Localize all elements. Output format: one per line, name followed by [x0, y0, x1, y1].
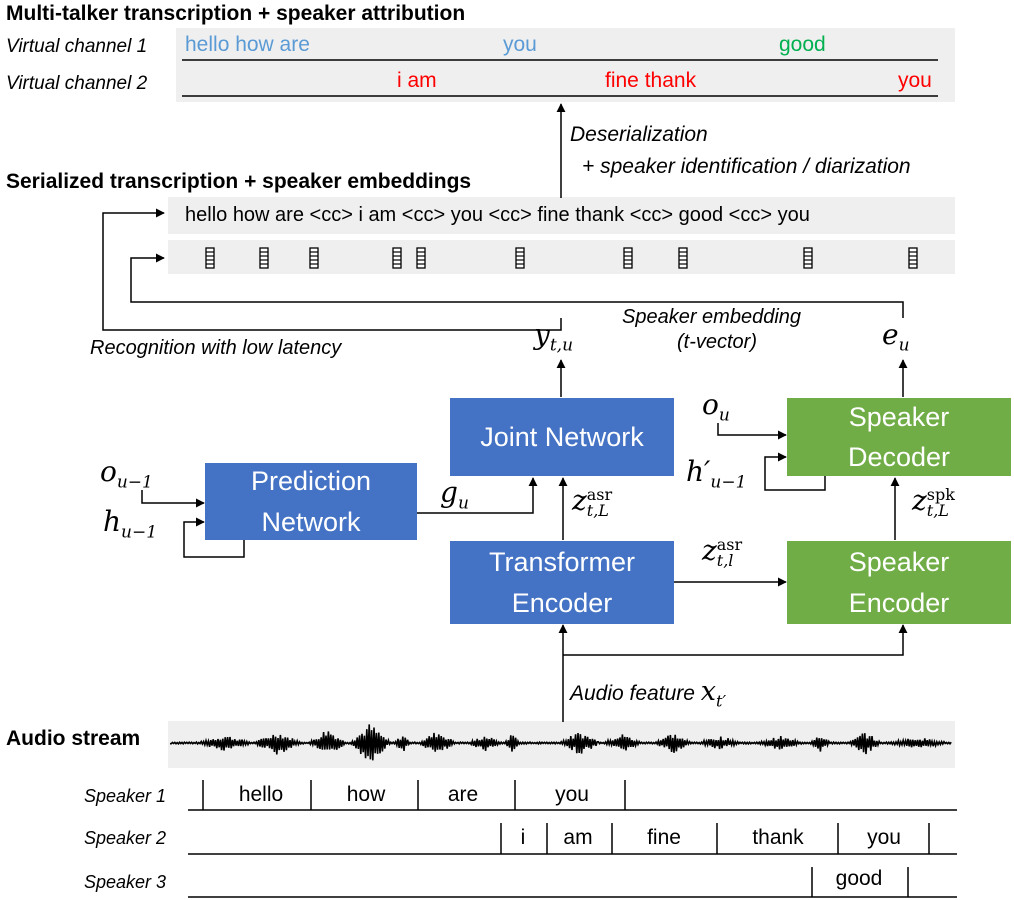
- embedding-tokens: [205, 247, 918, 269]
- speaker-decoder-label-line1: Speaker: [848, 401, 950, 432]
- speaker2-word: am: [563, 826, 593, 849]
- speaker2-word: fine: [647, 826, 681, 849]
- decoder-recurrent-arrow: [764, 452, 826, 491]
- deserialization-label: Deserialization: [570, 123, 708, 146]
- speaker-identification-label: + speaker identification / diarization: [582, 155, 911, 178]
- speaker-token-o-label: ou: [702, 388, 730, 426]
- embedding-token-icon: [205, 247, 215, 269]
- embedding-token-icon: [309, 247, 319, 269]
- serialized-transcription-text: hello how are <cc> i am <cc> you <cc> fi…: [185, 204, 810, 226]
- speaker1-word: how: [346, 783, 386, 806]
- recognition-latency-label: Recognition with low latency: [90, 337, 342, 359]
- audio-to-speaker-encoder-arrow: [563, 624, 908, 656]
- speaker2-word: you: [867, 826, 901, 849]
- speaker1-word: hello: [238, 783, 284, 806]
- recognition-arrow: [102, 208, 562, 331]
- channel1-word: you: [503, 33, 537, 56]
- embedding-token-icon: [416, 247, 426, 269]
- speaker1-word: you: [555, 783, 589, 806]
- prediction-output-g-label: gu: [440, 476, 469, 514]
- serialized-title: Serialized transcription + speaker embed…: [6, 170, 472, 193]
- audio-stream-title: Audio stream: [6, 727, 141, 750]
- speaker-decoder-label-line2: Decoder: [847, 442, 951, 472]
- speaker2-word: thank: [752, 826, 804, 849]
- prediction-network-label-line2: Network: [261, 506, 361, 537]
- multi-talker-title: Multi-talker transcription + speaker att…: [6, 2, 466, 25]
- decoder-state-h-label: h′u−1: [686, 455, 747, 493]
- t-vector-label: (t-vector): [677, 331, 757, 353]
- serialized-text-panel: [168, 197, 955, 234]
- speaker2-word: i: [520, 826, 526, 849]
- audio-waveform-icon: [170, 724, 952, 761]
- speaker1-label: Speaker 1: [84, 786, 167, 806]
- audio-feature-text: Audio feature: [570, 682, 695, 705]
- virtual-channel2-label: Virtual channel 2: [6, 73, 148, 94]
- channel1-word: good: [779, 33, 826, 56]
- embedding-token-icon: [392, 247, 402, 269]
- channel2-word: you: [898, 69, 932, 92]
- embedding-panel: [168, 240, 955, 274]
- channel2-word: i am: [397, 69, 437, 92]
- transformer-encoder-block: Transformer Encoder: [450, 541, 674, 624]
- channel1-word: hello how are: [185, 33, 310, 56]
- embedding-token-icon: [515, 247, 525, 269]
- audio-feature-x-label: xt′: [700, 676, 727, 711]
- speaker-encoder-block: Speaker Encoder: [787, 541, 1011, 624]
- prediction-network-label-line1: Prediction: [250, 466, 372, 496]
- embedding-token-icon: [803, 247, 813, 269]
- virtual-channel1-label: Virtual channel 1: [6, 36, 148, 57]
- transformer-encoder-label-line2: Encoder: [511, 587, 613, 618]
- speaker1-word: are: [447, 783, 479, 806]
- speaker-embedding-label: Speaker embedding: [622, 306, 802, 328]
- prev-token-o-label: ou−1: [100, 455, 153, 493]
- joint-network-label: Joint Network: [480, 421, 644, 452]
- embedding-arrow: [130, 253, 904, 318]
- speaker-embedding-e-label: eu: [882, 318, 910, 356]
- speaker2-label: Speaker 2: [84, 828, 167, 848]
- speaker3-word: good: [835, 867, 883, 890]
- transformer-encoder-label-line1: Transformer: [488, 547, 636, 577]
- speaker-decoder-block: Speaker Decoder: [787, 398, 1011, 476]
- embedding-token-icon: [623, 247, 633, 269]
- prediction-to-joint-arrow: [417, 477, 538, 514]
- embedding-token-icon: [678, 247, 688, 269]
- speaker-token-input-arrow: [717, 423, 787, 440]
- prediction-recurrent-arrow: [183, 517, 245, 558]
- audio-feature-label: Audio feature xt′: [570, 676, 726, 710]
- prev-token-input-arrow: [141, 490, 205, 508]
- prev-state-h-label: hu−1: [103, 505, 158, 543]
- channel2-word: fine thank: [605, 69, 697, 92]
- prediction-network-block: Prediction Network: [205, 463, 417, 540]
- channels-panel: [176, 28, 955, 102]
- output-token-y-label: yt,u: [534, 318, 574, 356]
- embedding-token-icon: [908, 247, 918, 269]
- embedding-token-icon: [259, 247, 269, 269]
- joint-network-block: Joint Network: [450, 398, 674, 476]
- speaker-encoder-label-line2: Encoder: [848, 587, 950, 618]
- speaker-encoder-label-line1: Speaker: [848, 547, 950, 577]
- speaker3-label: Speaker 3: [84, 872, 167, 892]
